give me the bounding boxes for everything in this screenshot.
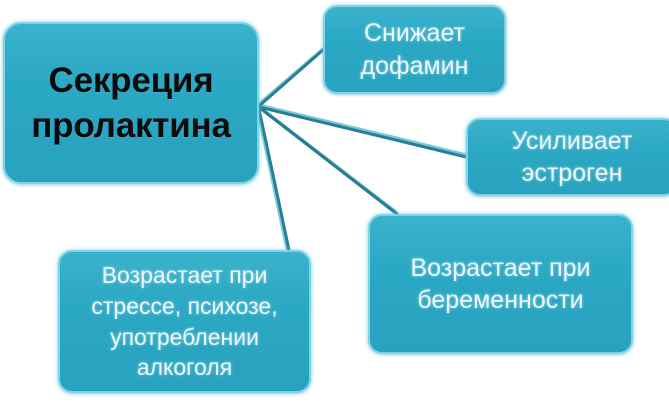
node-branch-pregnancy-label: Возрастает при беременности	[410, 253, 591, 315]
connector-cores	[257, 48, 468, 252]
connector-to-pregnancy	[258, 106, 399, 216]
node-branch-dopamine[interactable]: Снижает дофамин	[323, 5, 506, 94]
connector-to-estrogen-highlight	[257, 103, 469, 157]
node-branch-stress-label: Возрастает при стрессе, психозе, употреб…	[91, 261, 278, 381]
node-branch-pregnancy[interactable]: Возрастает при беременности	[368, 214, 633, 354]
connector-to-dopamine	[257, 48, 325, 108]
node-branch-dopamine-label: Снижает дофамин	[360, 19, 469, 80]
node-root-label: Секреция пролактина	[31, 60, 231, 146]
node-branch-estrogen[interactable]: Усиливает эстроген	[466, 118, 669, 196]
connector-to-stress-highlight	[255, 105, 289, 251]
node-root-prolactin-secretion[interactable]: Секреция пролактина	[3, 22, 259, 184]
connector-to-estrogen	[257, 105, 468, 159]
connector-to-stress	[257, 107, 291, 252]
node-branch-estrogen-label: Усиливает эстроген	[511, 126, 633, 188]
node-branch-stress[interactable]: Возрастает при стрессе, психозе, употреб…	[58, 250, 311, 393]
